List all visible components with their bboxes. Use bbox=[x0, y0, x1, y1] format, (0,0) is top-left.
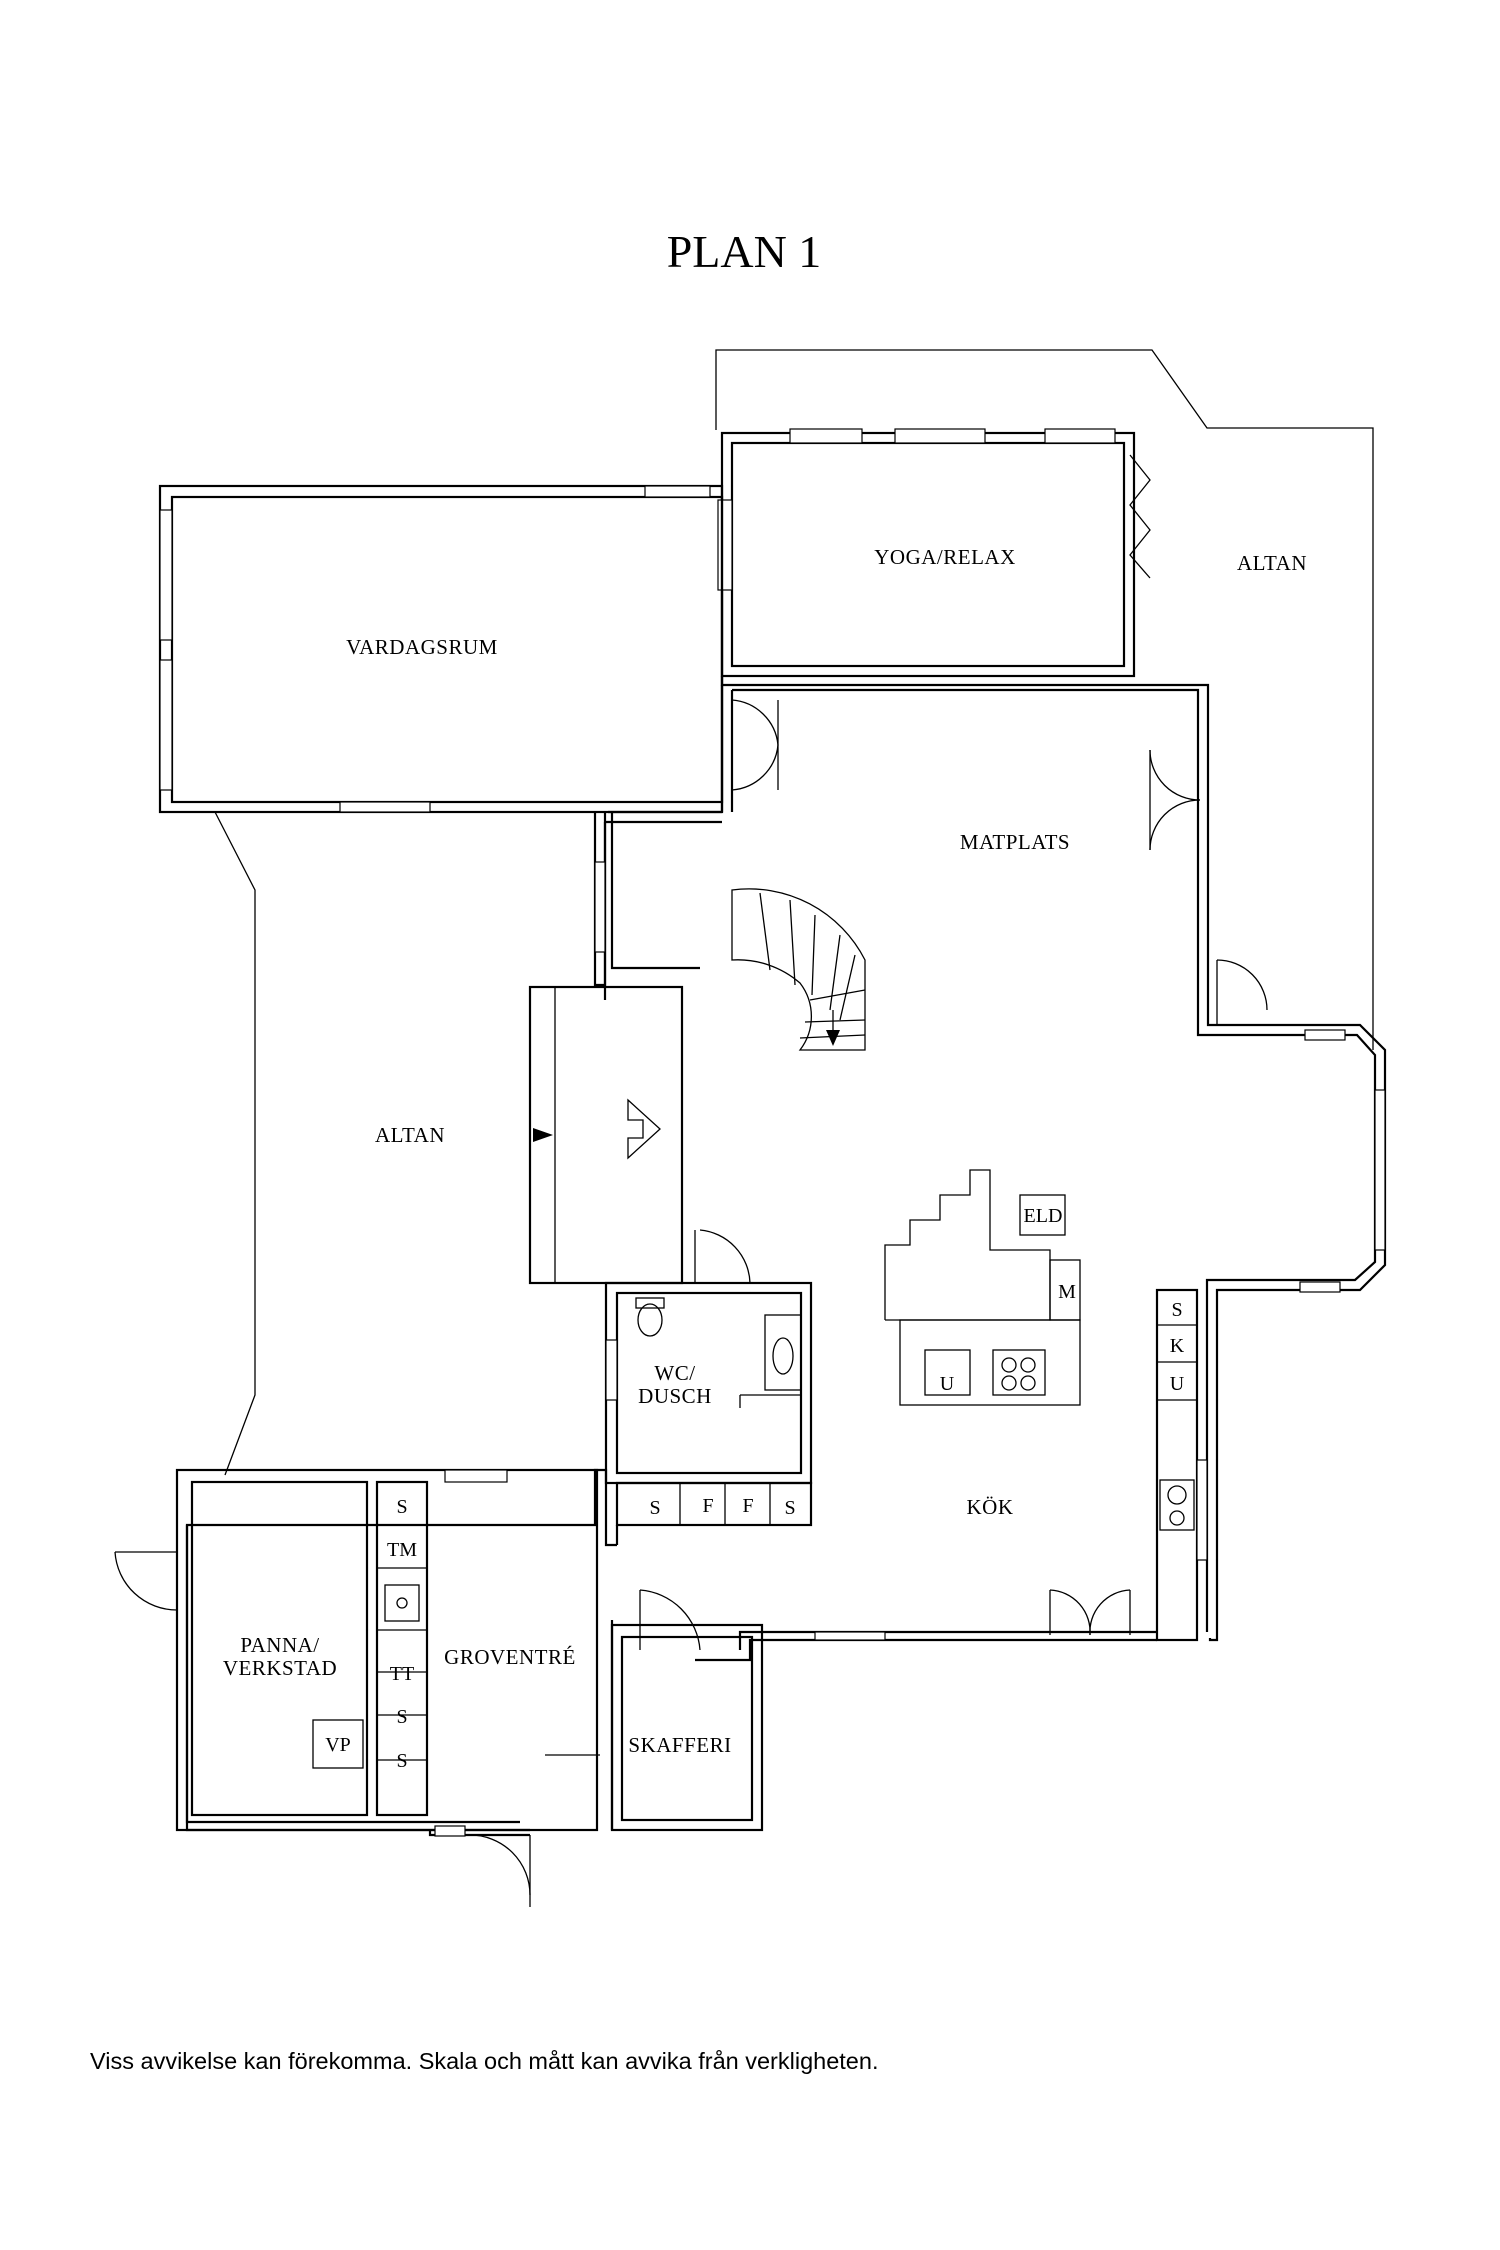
vardagsrum-walls bbox=[158, 484, 724, 814]
room-label-groventre: GROVENTRÉ bbox=[444, 1645, 576, 1669]
altan-left-outline bbox=[214, 811, 256, 1476]
room-label-skafferi: SKAFFERI bbox=[628, 1733, 731, 1757]
kitchen-island bbox=[899, 1319, 1081, 1406]
fixture-g-s2: S bbox=[396, 1706, 407, 1728]
altan-steps bbox=[528, 985, 684, 1285]
fixture-s-col: S bbox=[1171, 1299, 1182, 1321]
fixture-row-s2: S bbox=[784, 1497, 795, 1519]
room-label-altan-top: ALTAN bbox=[1237, 551, 1307, 575]
room-label-altan-left: ALTAN bbox=[375, 1123, 445, 1147]
room-label-yoga: YOGA/RELAX bbox=[874, 545, 1016, 569]
fixture-g-s3: S bbox=[396, 1750, 407, 1772]
fixture-row-f2: F bbox=[742, 1495, 753, 1517]
room-label-dusch: DUSCH bbox=[638, 1384, 712, 1408]
fixture-k-col: K bbox=[1170, 1335, 1185, 1357]
fixture-g-tm: TM bbox=[387, 1539, 417, 1561]
room-label-vardagsrum: VARDAGSRUM bbox=[346, 635, 498, 659]
fixture-row-s: S bbox=[649, 1497, 660, 1519]
fixture-g-s1: S bbox=[396, 1496, 407, 1518]
wc-walls bbox=[604, 1229, 813, 1485]
disclaimer-text: Viss avvikelse kan förekomma. Skala och … bbox=[90, 2048, 879, 2074]
fireplace-label-eld: ELD bbox=[1024, 1205, 1063, 1227]
fireplace bbox=[884, 1169, 1081, 1321]
stair-down-arrow bbox=[826, 1030, 840, 1046]
wc-bottom-cabinets bbox=[615, 1481, 813, 1545]
plan-title: PLAN 1 bbox=[667, 226, 822, 277]
room-label-kok: KÖK bbox=[967, 1495, 1014, 1519]
lower-wing-walls bbox=[114, 1468, 1157, 1907]
fixture-g-tt: TT bbox=[390, 1663, 414, 1685]
room-label-verkstad: VERKSTAD bbox=[223, 1656, 337, 1680]
spiral-stair bbox=[731, 888, 866, 1051]
main-walls bbox=[593, 676, 1387, 1642]
fixture-vp: VP bbox=[325, 1734, 351, 1756]
room-label-matplats: MATPLATS bbox=[960, 830, 1070, 854]
kitchen-wall-units bbox=[1049, 1288, 1208, 1642]
fixture-row-f1: F bbox=[702, 1495, 713, 1517]
fixture-island-u: U bbox=[940, 1373, 955, 1395]
fixture-microwave: M bbox=[1058, 1281, 1076, 1303]
altan-top-outline bbox=[715, 349, 1374, 1050]
room-label-panna: PANNA/ bbox=[240, 1633, 319, 1657]
room-label-wc: WC/ bbox=[654, 1361, 695, 1385]
fixture-u-col: U bbox=[1170, 1373, 1185, 1395]
